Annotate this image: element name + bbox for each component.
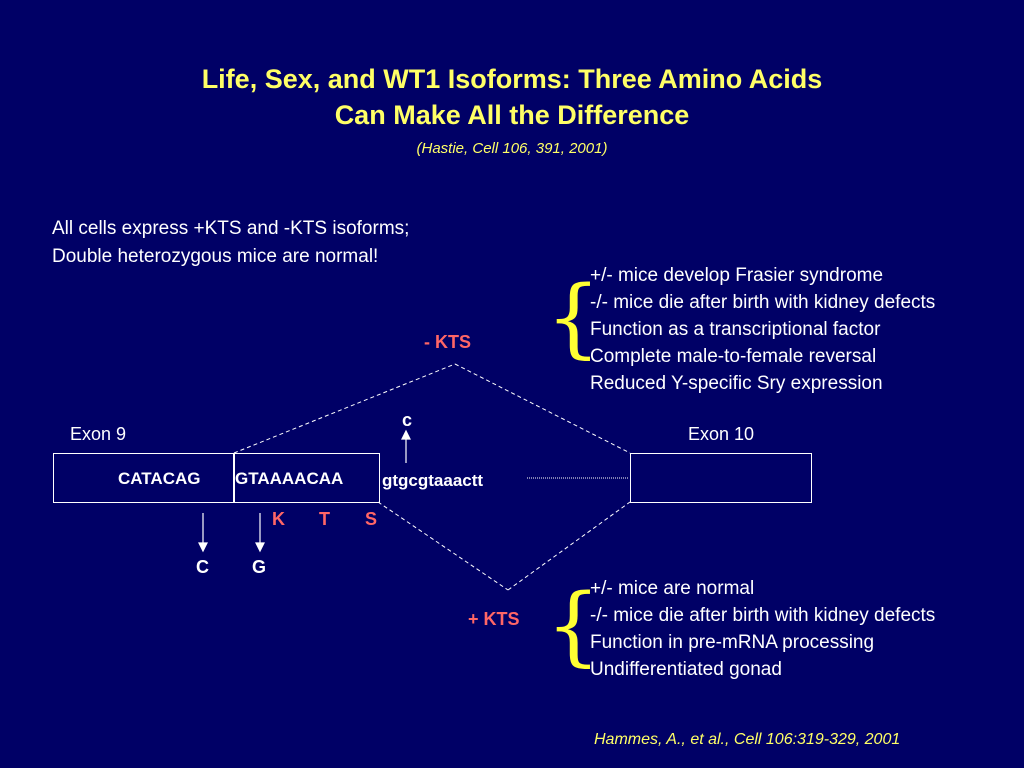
amino-acid-t: T — [319, 509, 330, 529]
plus-kts-effects: +/- mice are normal -/- mice die after b… — [590, 575, 935, 683]
exon10-box — [630, 453, 812, 503]
intron-sequence: gtgcgtaaactt — [382, 471, 484, 490]
plus-kts-effect-1: +/- mice are normal — [590, 578, 755, 599]
slide-title-line2: Can Make All the Difference — [334, 100, 690, 130]
kts-sequence: GTAAAACAA — [235, 469, 344, 488]
plus-kts-brace: { — [546, 576, 601, 676]
mutation-g: G — [252, 557, 267, 577]
intro-line1: All cells express +KTS and -KTS isoforms… — [52, 218, 410, 239]
minus-kts-brace: { — [546, 268, 601, 368]
minus-kts-effects: +/- mice develop Frasier syndrome -/- mi… — [590, 262, 935, 397]
minus-kts-effect-3: Function as a transcriptional factor — [590, 319, 881, 340]
arrow-down-g — [255, 542, 265, 553]
amino-acid-s: S — [365, 509, 378, 529]
minus-kts-splice-line-right — [454, 363, 631, 454]
minus-kts-label: - KTS — [424, 332, 471, 352]
reference-citation: Hammes, A., et al., Cell 106:319-329, 20… — [594, 731, 901, 748]
arrow-up-c — [401, 429, 411, 440]
amino-acid-k: K — [272, 509, 285, 529]
plus-kts-effect-3: Function in pre-mRNA processing — [590, 632, 875, 653]
slide-title-line1: Life, Sex, and WT1 Isoforms: Three Amino… — [201, 64, 823, 94]
plus-kts-label: + KTS — [468, 609, 520, 629]
mutation-c-lower: c — [402, 410, 413, 430]
minus-kts-effect-5: Reduced Y-specific Sry expression — [590, 373, 883, 394]
plus-kts-effect-2: -/- mice die after birth with kidney def… — [590, 605, 936, 626]
title-citation: (Hastie, Cell 106, 391, 2001) — [416, 140, 608, 157]
exon9-label: Exon 9 — [70, 424, 127, 444]
kts-segment-box — [233, 453, 380, 503]
exon9-box — [53, 453, 235, 503]
plus-kts-effect-4: Undifferentiated gonad — [590, 659, 782, 680]
minus-kts-effect-4: Complete male-to-female reversal — [590, 346, 877, 367]
minus-kts-splice-line-left — [233, 363, 456, 454]
intro-line2: Double heterozygous mice are normal! — [52, 246, 379, 267]
arrow-down-c — [198, 542, 208, 553]
minus-kts-effect-1: +/- mice develop Frasier syndrome — [590, 265, 884, 286]
mutation-c-upper: C — [196, 557, 209, 577]
exon9-sequence: CATACAG — [118, 469, 201, 488]
minus-kts-effect-2: -/- mice die after birth with kidney def… — [590, 292, 936, 313]
plus-kts-splice-line-left — [377, 501, 509, 591]
exon10-label: Exon 10 — [688, 424, 755, 444]
